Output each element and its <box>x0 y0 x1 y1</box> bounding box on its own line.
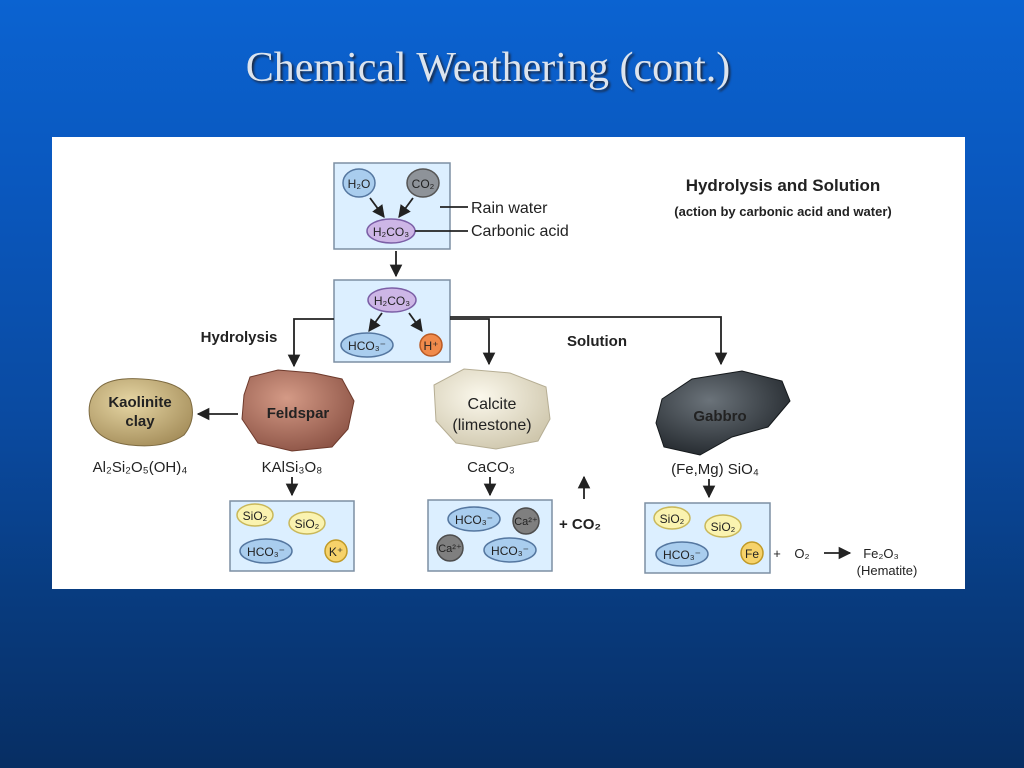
weathering-diagram: Hydrolysis and Solution (action by carbo… <box>52 137 965 589</box>
h2co3-label-top: H₂CO₃ <box>373 225 409 239</box>
feldspar-formula: KAlSi₃O₈ <box>262 459 323 476</box>
hco3-ion-mid <box>340 332 394 358</box>
h2o-molecule <box>342 168 376 198</box>
diagram-subtitle: (action by carbonic acid and water) <box>674 204 891 219</box>
kaolinite-name-line2: clay <box>125 413 155 430</box>
calcium-ion <box>436 534 464 562</box>
sio2-molecule <box>288 511 326 535</box>
kaolinite-formula: Al₂Si₂O₅(OH)₄ <box>93 459 188 476</box>
co2-molecule <box>406 168 440 198</box>
oxidation-plus: + <box>773 546 781 561</box>
hco3-ion <box>483 537 537 563</box>
h2co3-label-mid: H₂CO₃ <box>374 294 410 308</box>
hplus-label: H⁺ <box>424 339 439 353</box>
hplus-ion <box>419 333 443 357</box>
calcite-name-line2: (limestone) <box>452 417 531 434</box>
arrow-acid-to-hco3 <box>368 312 383 333</box>
feldspar-name: Feldspar <box>267 405 330 422</box>
sio2-label: SiO₂ <box>295 517 320 531</box>
arrow-h2o-to-acid <box>369 197 385 219</box>
carbonic-acid-label: Carbonic acid <box>471 223 569 240</box>
calcium-ion <box>512 507 540 535</box>
sio2-molecule <box>653 506 691 530</box>
sio2-label: SiO₂ <box>660 512 685 526</box>
kaolinite-rock <box>88 378 193 447</box>
slide-title: Chemical Weathering (cont.) <box>245 45 731 91</box>
kplus-label: K⁺ <box>329 545 343 559</box>
gabbro-name: Gabbro <box>693 408 746 425</box>
solution-branch-calcite-line <box>450 318 496 366</box>
h2co3-molecule-mid <box>367 287 417 313</box>
hco3-ion <box>655 541 709 567</box>
co2-release-label: + CO₂ <box>559 516 601 533</box>
sio2-molecule <box>704 514 742 538</box>
gabbro-rock <box>655 370 791 456</box>
solution-label: Solution <box>567 333 627 350</box>
fe-ion <box>740 541 764 565</box>
gabbro-formula: (Fe,Mg) SiO₄ <box>671 461 759 478</box>
diagram-title: Hydrolysis and Solution <box>686 176 881 195</box>
rain-water-label: Rain water <box>471 200 548 217</box>
sio2-label: SiO₂ <box>243 509 268 523</box>
calcite-name-line1: Calcite <box>468 396 517 413</box>
co2-label: CO₂ <box>412 177 435 191</box>
hco3-label-mid: HCO₃⁻ <box>348 339 386 353</box>
hydrolysis-branch-line <box>287 318 334 368</box>
calcite-formula: CaCO₃ <box>467 459 515 476</box>
kaolinite-name-line1: Kaolinite <box>108 394 171 411</box>
sio2-label: SiO₂ <box>711 520 736 534</box>
hco3-ion <box>239 538 293 564</box>
calcium-label: Ca²⁺ <box>438 543 462 555</box>
hco3-label: HCO₃⁻ <box>491 544 529 558</box>
arrow-acid-to-hplus <box>408 312 423 333</box>
fe-label: Fe <box>745 547 759 561</box>
hco3-label: HCO₃⁻ <box>247 545 285 559</box>
hco3-ion <box>447 506 501 532</box>
h2o-label: H₂O <box>348 177 371 191</box>
o2-label: O₂ <box>794 546 809 561</box>
hco3-label: HCO₃⁻ <box>455 513 493 527</box>
hematite-name: (Hematite) <box>857 563 918 578</box>
kplus-ion <box>324 539 348 563</box>
calcium-label: Ca²⁺ <box>514 516 538 528</box>
hco3-label: HCO₃⁻ <box>663 548 701 562</box>
solution-branch-gabbro-line <box>450 316 728 366</box>
calcite-rock <box>433 368 551 450</box>
hematite-formula: Fe₂O₃ <box>863 546 899 561</box>
arrow-co2-to-acid <box>398 197 414 219</box>
feldspar-rock <box>241 369 355 452</box>
hydrolysis-label: Hydrolysis <box>201 329 278 346</box>
sio2-molecule <box>236 503 274 527</box>
